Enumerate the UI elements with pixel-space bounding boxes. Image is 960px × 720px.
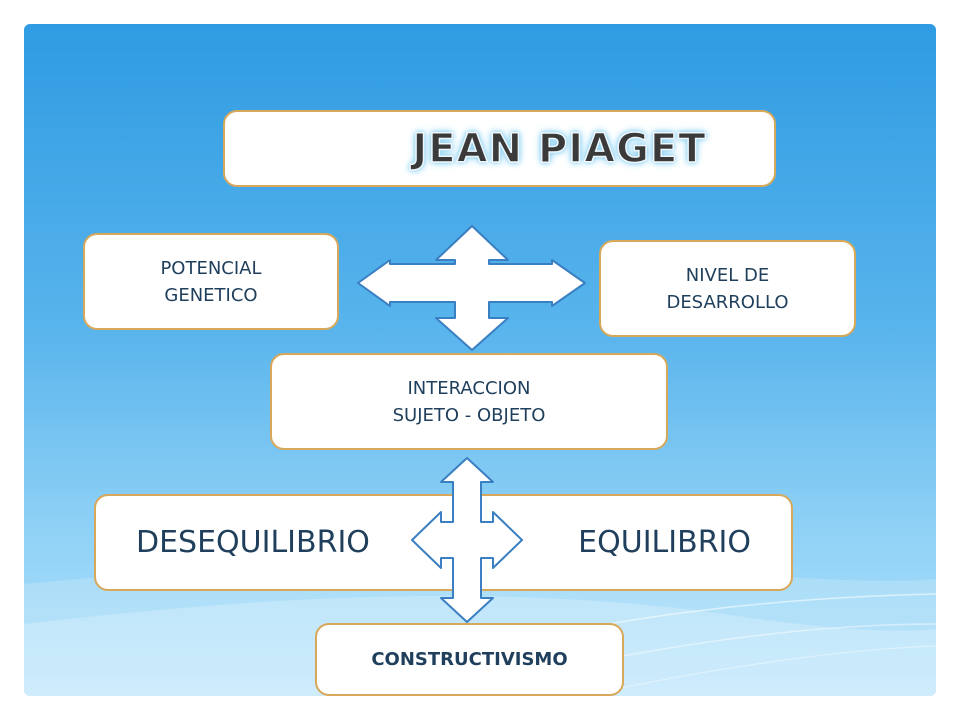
nivel-desarrollo-label: NIVEL DE DESARROLLO — [666, 264, 789, 313]
desequilibrio-label: DESEQUILIBRIO — [136, 525, 370, 560]
page-title: JEAN PIAGET — [412, 125, 707, 173]
equilibrio-label: EQUILIBRIO — [578, 525, 751, 560]
interaccion-box: INTERACCION SUJETO - OBJETO — [270, 353, 668, 450]
constructivismo-box: CONSTRUCTIVISMO — [315, 623, 624, 696]
equilibrio-box: DESEQUILIBRIO EQUILIBRIO — [94, 494, 793, 591]
potencial-genetico-label: POTENCIAL GENETICO — [160, 257, 262, 306]
title-box: JEAN PIAGET — [223, 110, 776, 187]
interaccion-label: INTERACCION SUJETO - OBJETO — [392, 377, 546, 426]
nivel-desarrollo-box: NIVEL DE DESARROLLO — [599, 240, 856, 337]
potencial-genetico-box: POTENCIAL GENETICO — [83, 233, 339, 330]
constructivismo-label: CONSTRUCTIVISMO — [371, 649, 568, 670]
